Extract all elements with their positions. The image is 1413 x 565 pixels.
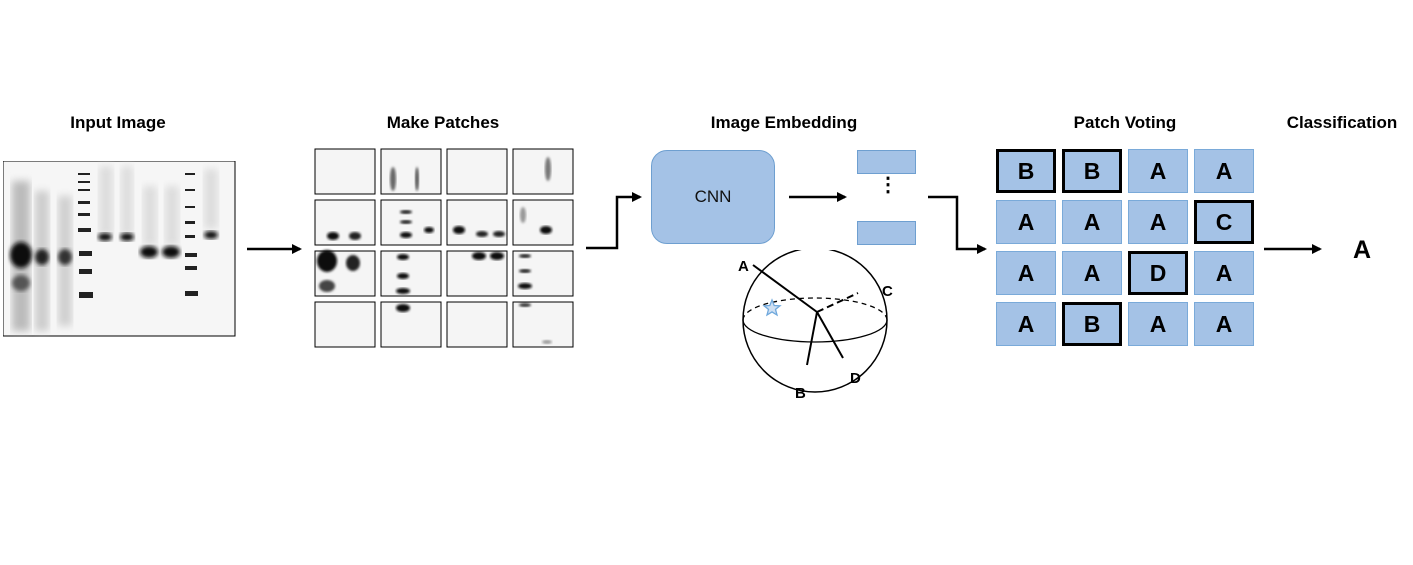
vote-cell: A	[1062, 251, 1122, 295]
vote-cell: A	[1128, 200, 1188, 244]
patch-tile	[314, 250, 376, 297]
vote-cell: A	[1128, 149, 1188, 193]
sphere-label-c: C	[882, 283, 893, 300]
star-icon	[762, 298, 782, 317]
vote-cell: A	[1194, 149, 1254, 193]
patch-tile	[380, 301, 442, 348]
vote-cell: A	[1062, 200, 1122, 244]
vote-cell-highlighted: C	[1194, 200, 1254, 244]
cnn-block: CNN	[651, 150, 775, 244]
header-input-image: Input Image	[70, 113, 166, 132]
vote-cell: A	[996, 200, 1056, 244]
patch-tile	[512, 250, 574, 297]
vote-cell-highlighted: B	[1062, 149, 1122, 193]
header-image-embedding: Image Embedding	[710, 113, 858, 132]
vote-cell: A	[1194, 302, 1254, 346]
vote-cell: A	[996, 251, 1056, 295]
patch-tile	[314, 199, 376, 246]
vote-cell-highlighted: D	[1128, 251, 1188, 295]
classification-result: A	[1353, 236, 1372, 264]
sphere-label-d: D	[850, 370, 861, 387]
vote-cell: A	[1128, 302, 1188, 346]
embedding-vector-top	[857, 150, 916, 174]
patch-tile	[446, 148, 508, 195]
embedding-sphere: A C B D	[738, 250, 893, 402]
vote-cell: A	[1194, 251, 1254, 295]
patch-tile	[380, 250, 442, 297]
sphere-label-a: A	[738, 258, 749, 275]
patch-tile	[512, 148, 574, 195]
patch-tile	[380, 199, 442, 246]
header-classification: Classification	[1286, 113, 1398, 132]
input-blot-image	[3, 161, 236, 337]
patch-tile	[446, 301, 508, 348]
patches-grid	[314, 148, 574, 348]
header-make-patches: Make Patches	[386, 113, 500, 132]
cnn-label: CNN	[694, 187, 732, 206]
patch-tile	[314, 301, 376, 348]
patch-tile	[512, 199, 574, 246]
sphere-label-b: B	[795, 385, 806, 402]
header-patch-voting: Patch Voting	[1073, 113, 1177, 132]
patch-tile	[446, 250, 508, 297]
vote-cell-highlighted: B	[996, 149, 1056, 193]
patch-tile	[314, 148, 376, 195]
arrow-patches-to-cnn	[586, 192, 642, 250]
vote-cell-highlighted: B	[1062, 302, 1122, 346]
embedding-vector-bottom	[857, 221, 916, 245]
patch-tile	[380, 148, 442, 195]
patch-tile	[512, 301, 574, 348]
arrow-embedding-to-voting	[928, 195, 987, 254]
vote-cell: A	[996, 302, 1056, 346]
patch-tile	[446, 199, 508, 246]
